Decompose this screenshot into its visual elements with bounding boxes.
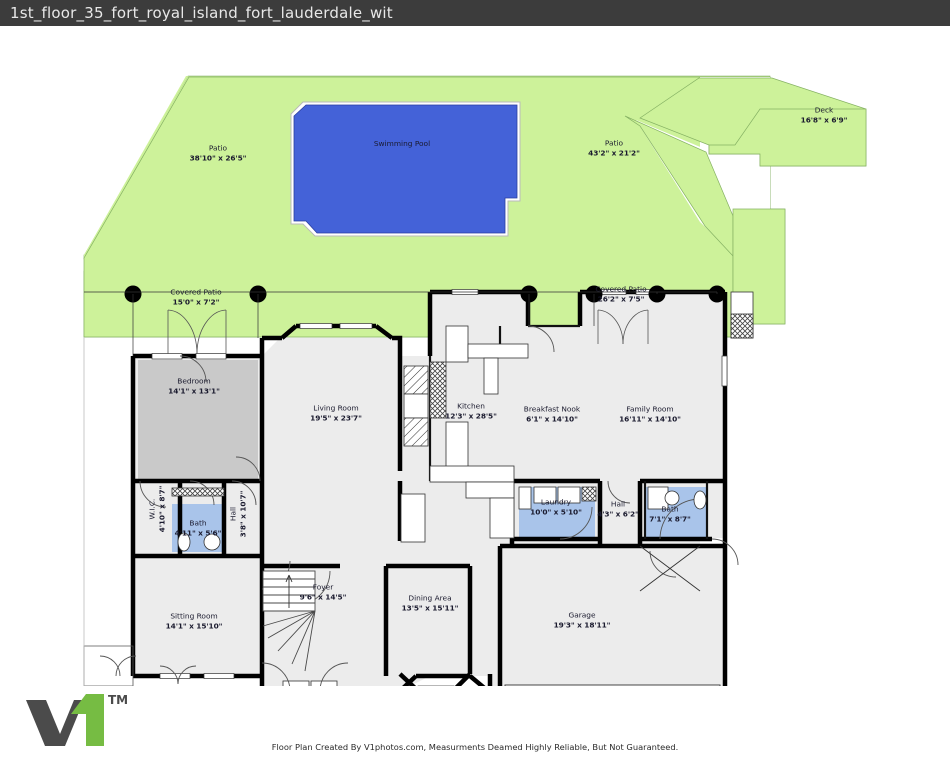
room-hotspot-foyer [266, 570, 384, 674]
logo-v-shape [26, 700, 84, 746]
logo-one-shape [71, 694, 104, 746]
bedroom-fill [138, 360, 258, 480]
floor-plan-canvas[interactable]: Patio 38'10" x 26'5" Swimming Pool Patio… [0, 26, 950, 686]
footer-bar: TM Floor Plan Created By V1photos.com, M… [0, 686, 950, 768]
bath-fixtures [171, 486, 707, 552]
stairs-up-arrow [285, 574, 293, 583]
room-hotspot-breakfast-nook [528, 330, 580, 476]
window-title-bar: 1st_floor_35_fort_royal_island_fort_laud… [0, 0, 950, 26]
room-hotspot-dining-area [390, 570, 468, 674]
room-hotspot-family-room [584, 296, 722, 476]
sink-icon [203, 533, 221, 551]
credit-text: Floor Plan Created By V1photos.com, Meas… [271, 742, 679, 752]
counter [171, 487, 225, 497]
v1-logo: TM [26, 693, 128, 746]
exterior-steps [83, 337, 134, 686]
covered-patio-door-arcs [167, 309, 649, 355]
laundry-fixtures [518, 486, 597, 510]
sliding-doors [282, 680, 338, 686]
sink-icon-guest [664, 490, 680, 506]
room-hotspot-kitchen [434, 296, 524, 476]
side-utility-run [730, 291, 754, 339]
room-hotspot-garage [504, 550, 722, 686]
logo-tm-mark: TM [108, 693, 128, 707]
deck-block [708, 108, 867, 167]
patio-columns [84, 285, 726, 356]
room-hotspot-bedroom [138, 360, 258, 480]
pool-water [293, 104, 518, 234]
room-hotspot-living-room [266, 342, 396, 542]
swimming-pool-shape [290, 101, 521, 237]
floor-plan-drawing [83, 75, 867, 686]
window-title: 1st_floor_35_fort_royal_island_fort_laud… [10, 4, 393, 22]
garage-fill [500, 546, 725, 686]
garage-door [504, 545, 721, 686]
range-icon [429, 361, 447, 419]
toilet-icon-guest [693, 490, 707, 510]
staircase [262, 570, 316, 672]
toilet-icon [177, 532, 191, 552]
kitchen-fixtures [400, 325, 529, 543]
room-hotspot-sitting-room [138, 560, 258, 674]
